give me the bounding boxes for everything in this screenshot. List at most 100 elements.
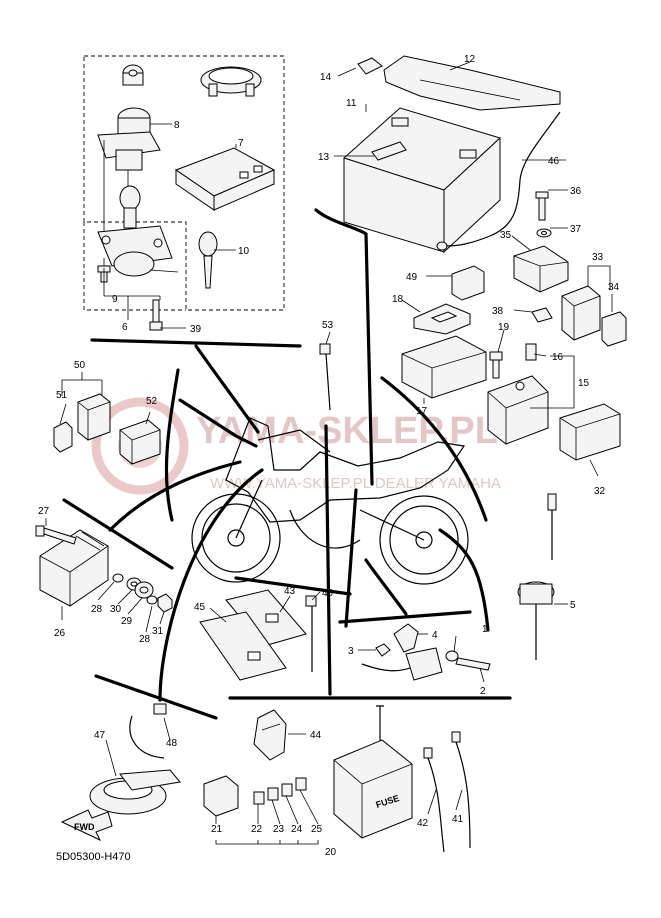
fuse-16-part (525, 343, 537, 361)
key-lock-assembly-part (97, 185, 179, 277)
nut-1-part (445, 650, 459, 662)
callout-label: 51 (56, 390, 68, 401)
callout-label: 13 (318, 152, 330, 163)
callout-label: 12 (464, 54, 476, 65)
bolt-36-part (535, 191, 549, 221)
clamp-40-part (305, 595, 317, 672)
battery-cover-part (357, 57, 383, 75)
relay-33-part (561, 285, 601, 341)
fwd-arrow-icon: FWD (60, 809, 113, 842)
lock-cylinder-part (122, 64, 144, 86)
fwd-label: FWD (74, 822, 95, 832)
relay-51-part (53, 421, 73, 453)
callout-label: 19 (498, 322, 510, 333)
relay-52-part (119, 419, 161, 465)
drawing-code: 5D05300-H470 (56, 851, 131, 863)
callout-label: 11 (346, 98, 357, 109)
callout-label: 34 (608, 282, 620, 293)
rectifier-part (39, 529, 109, 607)
callout-label: 35 (500, 230, 512, 241)
callout-label: 50 (74, 360, 86, 371)
holder-17-part (401, 335, 487, 399)
fuse-holder-21-part (203, 775, 239, 817)
callout-label: 3 (348, 646, 354, 657)
callout-label: 53 (322, 320, 334, 331)
bracket-44-part (253, 709, 287, 761)
callout-label: 7 (238, 138, 244, 149)
callout-labels: 1 2 3 4 5 6 7 8 9 10 11 12 13 14 15 16 1… (38, 54, 620, 858)
callout-label: 49 (406, 272, 418, 283)
callout-thick-lines (62, 208, 512, 720)
main-switch-part (97, 107, 161, 240)
part-32 (559, 403, 621, 461)
horn-bracket-part (129, 703, 167, 759)
callout-label: 45 (194, 602, 206, 613)
callout-label: 42 (417, 818, 429, 829)
callout-label: 4 (432, 630, 438, 641)
relay-49-part (451, 265, 485, 301)
relay-35-part (513, 245, 569, 293)
callout-label: 16 (552, 352, 564, 363)
callout-label: 2 (480, 686, 486, 697)
callout-label: 20 (325, 847, 337, 858)
callout-label: 22 (251, 824, 263, 835)
callout-label: 32 (594, 486, 606, 497)
sidestand-switch-part (517, 493, 557, 660)
callout-label: 48 (166, 738, 178, 749)
bracket-4-part (361, 623, 443, 681)
washer-3-part (375, 643, 391, 657)
fuse-23-part (267, 787, 279, 801)
bolt-39-part (149, 299, 163, 331)
fuse-25-part (295, 777, 307, 791)
callout-label: 27 (38, 506, 50, 517)
callout-label: 14 (320, 72, 332, 83)
fuse-box-part: FUSE (333, 705, 413, 839)
ignition-set-box-lower (83, 222, 186, 311)
callout-label: 40 (322, 588, 334, 599)
callout-label: 6 (122, 322, 128, 333)
callout-label: 36 (570, 186, 582, 197)
watermark-subtitle: WWW.YAMA-SKLEP.PL DEALER YAMAHA (210, 475, 501, 492)
ecu-part (174, 147, 276, 211)
washer-28b-part (146, 595, 158, 605)
watermark-title: YAMA-SKLEP.PL (196, 410, 498, 452)
callout-label: 47 (94, 730, 106, 741)
callout-label: 31 (152, 626, 164, 637)
callout-label: 17 (416, 406, 428, 417)
battery-lead-part (436, 111, 561, 251)
callout-label: 23 (273, 824, 285, 835)
callout-label: 28 (91, 604, 103, 615)
bolt-2-part (455, 657, 491, 671)
collar-29-part (134, 581, 154, 599)
callout-label: 26 (54, 628, 66, 639)
callout-label: 43 (284, 586, 296, 597)
bolt-38-part (531, 307, 553, 323)
battery-part (343, 107, 501, 254)
washer-28a-part (112, 573, 124, 583)
callout-label: 39 (190, 324, 202, 335)
callout-label: 9 (112, 294, 118, 305)
callout-label: 24 (291, 824, 303, 835)
battery-band-part (383, 55, 561, 111)
callout-label: 5 (570, 600, 576, 611)
fuse-22-part (253, 791, 265, 805)
sheet-45-part (199, 611, 287, 681)
bolt-19-part (489, 351, 503, 379)
callout-label: 25 (311, 824, 323, 835)
callout-label: 30 (110, 604, 122, 615)
callout-label: 46 (548, 156, 560, 167)
key-part (198, 231, 218, 289)
bolt-27-part (35, 525, 77, 545)
callout-label: 1 (482, 624, 488, 635)
callout-label: 44 (310, 730, 322, 741)
relay-34-part (601, 311, 627, 347)
callout-label: 52 (146, 396, 158, 407)
callout-label: 28 (139, 634, 151, 645)
callout-label: 21 (211, 824, 223, 835)
lead-41-part (451, 731, 471, 849)
callout-label: 38 (492, 306, 504, 317)
callout-label: 10 (238, 246, 250, 257)
horn-part (89, 769, 181, 815)
callout-label: 8 (174, 120, 180, 131)
leader-lines (45, 61, 613, 845)
